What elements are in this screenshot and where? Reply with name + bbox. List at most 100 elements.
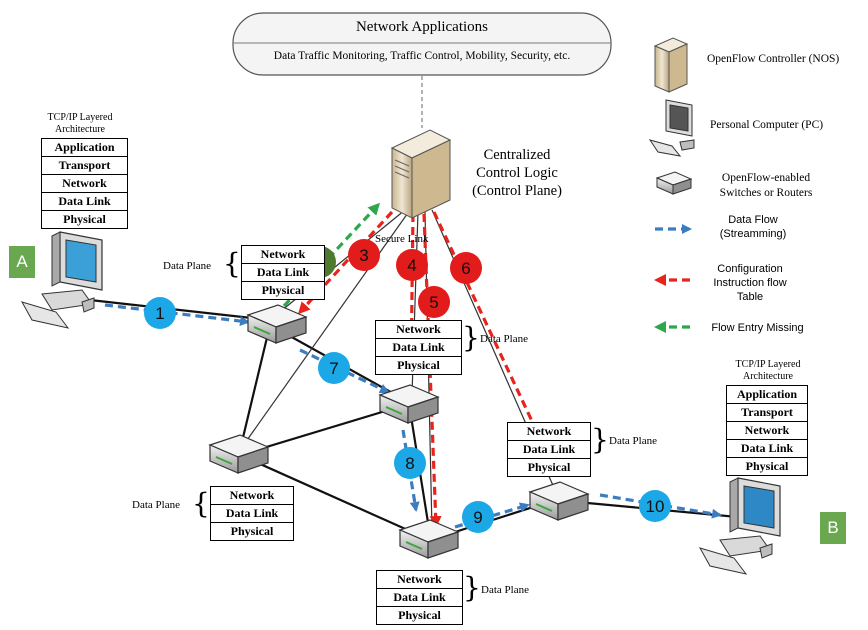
switch-2-icon [378, 384, 440, 424]
step-badge-circle [144, 297, 176, 329]
step-badge-number: 1 [155, 304, 164, 323]
legend-missing-label: Flow Entry Missing [711, 322, 804, 334]
host-a-layer: Network [42, 175, 127, 193]
step-badge-1: 1 [144, 297, 176, 329]
host-a-caption: TCP/IP Layered Architecture [40, 112, 120, 136]
data-plane-layer: Network [508, 423, 590, 441]
switch-5-icon [528, 481, 590, 521]
data-plane-label-5: Data Plane [481, 584, 529, 596]
switch-3-icon [208, 434, 270, 474]
switch-4-icon [398, 519, 460, 559]
legend-switch-line2: Switches or Routers [719, 187, 813, 199]
data-plane-stack-4: Network Data Link Physical [210, 486, 294, 541]
network-apps-title: Network Applications [355, 19, 489, 35]
host-b-layer-stack: Application Transport Network Data Link … [726, 385, 808, 476]
step-badge-circle [418, 286, 450, 318]
controller-label-line2: Control Logic [476, 165, 558, 181]
host-b-layer: Physical [745, 459, 789, 473]
legend-controller-label: OpenFlow Controller (NOS) [707, 53, 840, 65]
network-apps-subtitle: Data Traffic Monitoring, Traffic Control… [273, 50, 571, 62]
data-plane-stack-1: Network Data Link Physical [241, 245, 325, 300]
data-plane-layer: Network [377, 571, 462, 589]
host-a-tag: A [9, 246, 35, 278]
legend-switch-line1: OpenFlow-enabled [721, 172, 811, 184]
data-plane-layer: Data Link [242, 264, 324, 282]
step-badge-9: 9 [462, 501, 494, 533]
data-plane-brace-3: } [591, 423, 609, 456]
host-b-caption: TCP/IP Layered Architecture [728, 359, 808, 383]
host-b-caption-line2: Architecture [743, 371, 793, 382]
legend-config-label: Configuration Instruction flow Table [700, 262, 800, 304]
data-arrow-1 [104, 303, 250, 327]
step-badge-number: 8 [405, 454, 414, 473]
switch-1-icon [246, 304, 308, 344]
legend-data-flow-line1: Data Flow [728, 214, 778, 226]
host-b-layer: Transport [727, 404, 807, 422]
data-plane-layer: Network [376, 321, 461, 339]
data-plane-label-3: Data Plane [609, 435, 657, 447]
data-plane-layer: Data Link [376, 339, 461, 357]
host-a-layer: Data Link [42, 193, 127, 211]
step-badge-3: 3 [348, 239, 380, 271]
step-badge-6: 6 [450, 252, 482, 284]
data-plane-brace-4: { [192, 487, 210, 520]
step-badge-number: 3 [359, 246, 368, 265]
step-badge-number: 7 [329, 359, 338, 378]
host-a-layer-stack: Application Transport Network Data Link … [41, 138, 128, 229]
step-badge-number: 10 [646, 497, 665, 516]
host-b-caption-line1: TCP/IP Layered [735, 359, 801, 370]
data-plane-layer: Network [211, 487, 293, 505]
data-plane-layer: Physical [261, 283, 305, 297]
legend-config-line1: Configuration [717, 263, 783, 275]
data-plane-stack-5: Network Data Link Physical [376, 570, 463, 625]
host-b-layer: Data Link [727, 440, 807, 458]
data-plane-layer: Data Link [211, 505, 293, 523]
config-arrow-3 [297, 210, 394, 315]
host-a-layer: Application [42, 139, 127, 157]
step-badge-8: 8 [394, 447, 426, 479]
host-a-caption-line1: TCP/IP Layered [47, 112, 113, 123]
data-plane-layer: Physical [230, 524, 274, 538]
legend-switch-label: OpenFlow-enabled Switches or Routers [706, 171, 826, 201]
data-plane-layer: Physical [397, 358, 440, 372]
step-badge-circle [450, 252, 482, 284]
legend-config-line2: Instruction flow [713, 277, 787, 289]
controller-label-line1: Centralized [483, 147, 551, 163]
data-arrow-7 [299, 348, 390, 394]
step-badge-number: 9 [473, 508, 482, 527]
step-badge-number: 4 [407, 256, 416, 275]
data-arrow-10 [599, 493, 722, 519]
step-badge-10: 10 [639, 490, 671, 522]
controller-label: Centralized Control Logic (Control Plane… [462, 146, 572, 200]
controller-label-line3: (Control Plane) [472, 183, 562, 199]
data-plane-label-1: Data Plane [163, 260, 211, 272]
host-b-layer: Application [727, 386, 807, 404]
host-a-caption-line2: Architecture [55, 124, 105, 135]
data-plane-brace-2: } [462, 321, 480, 354]
data-plane-layer: Physical [398, 608, 441, 622]
data-plane-label-2: Data Plane [480, 333, 528, 345]
step-badge-circle [318, 352, 350, 384]
config-arrow-6 [432, 211, 555, 469]
legend-switch-icon [655, 171, 693, 195]
step-badge-5: 5 [418, 286, 450, 318]
controller-server-icon [390, 129, 452, 219]
step-badge-number: 5 [429, 293, 438, 312]
data-plane-stack-3: Network Data Link Physical [507, 422, 591, 477]
data-plane-layer: Physical [527, 460, 571, 474]
host-b-tag: B [820, 512, 846, 544]
step-badge-circle [639, 490, 671, 522]
host-a-layer: Physical [63, 212, 106, 226]
legend-pc-label: Personal Computer (PC) [710, 119, 824, 131]
data-plane-layer: Data Link [508, 441, 590, 459]
legend-data-flow-label: Data Flow (Streamming) [708, 213, 798, 241]
step-badge-number: 6 [461, 259, 470, 278]
host-b-layer: Network [727, 422, 807, 440]
data-plane-brace-5: } [463, 571, 481, 604]
host-a-layer: Transport [42, 157, 127, 175]
legend-config-line3: Table [736, 291, 764, 303]
step-badge-circle [348, 239, 380, 271]
network-apps-box [232, 12, 612, 76]
step-badge-circle [462, 501, 494, 533]
